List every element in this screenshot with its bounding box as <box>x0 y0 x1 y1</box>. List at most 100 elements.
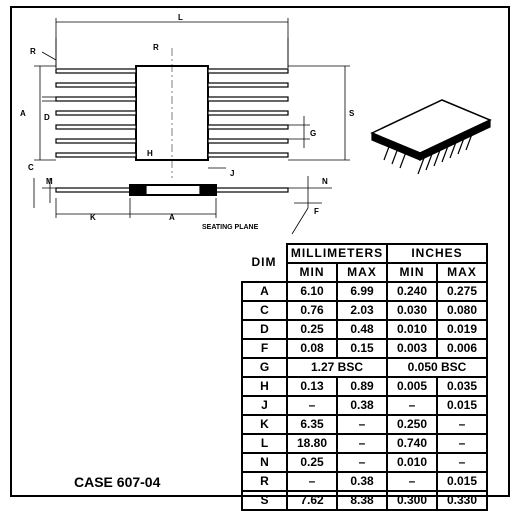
in-min-header: MIN <box>386 262 438 283</box>
dim-cell: L <box>241 433 288 454</box>
in-min-cell: – <box>386 471 438 492</box>
in-min-cell: 0.240 <box>386 281 438 302</box>
inches-header: INCHES <box>386 243 488 264</box>
in-max-cell: 0.080 <box>436 300 488 321</box>
mm-min-cell: 0.25 <box>286 452 338 473</box>
dim-cell: K <box>241 414 288 435</box>
in-span-cell: 0.050 BSC <box>386 357 488 378</box>
mm-min-header: MIN <box>286 262 338 283</box>
in-min-cell: 0.030 <box>386 300 438 321</box>
mm-max-cell: – <box>336 452 388 473</box>
in-max-cell: 0.006 <box>436 338 488 359</box>
dim-cell: R <box>241 471 288 492</box>
mm-min-cell: 0.08 <box>286 338 338 359</box>
mm-max-header: MAX <box>336 262 388 283</box>
left-leads <box>55 68 137 158</box>
mm-min-cell: 6.35 <box>286 414 338 435</box>
in-min-cell: 0.005 <box>386 376 438 397</box>
dim-header: DIM <box>242 244 288 283</box>
label-F: F <box>314 207 319 216</box>
in-min-cell: 0.300 <box>386 490 438 511</box>
package-drawing: L R R A D S G H J C M N K A F SEATING PL… <box>20 13 492 235</box>
label-R-mid: R <box>153 43 159 52</box>
mm-max-cell: – <box>336 414 388 435</box>
label-J: J <box>230 169 234 178</box>
label-A-side: A <box>20 109 26 118</box>
table-row: R–0.38–0.015 <box>241 471 488 492</box>
in-max-header: MAX <box>436 262 488 283</box>
mm-max-cell: 0.38 <box>336 471 388 492</box>
mm-max-cell: 6.99 <box>336 281 388 302</box>
dim-cell: N <box>241 452 288 473</box>
seating-plane-label: SEATING PLANE <box>202 224 259 231</box>
dim-cell: J <box>241 395 288 416</box>
case-label: CASE 607-04 <box>74 474 161 490</box>
mm-min-cell: 7.62 <box>286 490 338 511</box>
mm-min-cell: 0.76 <box>286 300 338 321</box>
in-max-cell: 0.019 <box>436 319 488 340</box>
label-K: K <box>90 213 96 222</box>
dim-cell: S <box>241 490 288 511</box>
in-max-cell: – <box>436 414 488 435</box>
mm-max-cell: 0.48 <box>336 319 388 340</box>
dim-cell: D <box>241 319 288 340</box>
side-view <box>33 176 332 235</box>
in-max-cell: 0.035 <box>436 376 488 397</box>
in-min-cell: 0.010 <box>386 452 438 473</box>
dim-cell: C <box>241 300 288 321</box>
mm-max-cell: 0.89 <box>336 376 388 397</box>
dimension-table: DIM MILLIMETERS INCHES MIN MAX MIN MAX A… <box>241 243 488 511</box>
in-max-cell: 0.330 <box>436 490 488 511</box>
in-max-cell: 0.015 <box>436 471 488 492</box>
right-leads <box>207 68 289 158</box>
in-min-cell: 0.003 <box>386 338 438 359</box>
label-R-top: R <box>30 47 36 56</box>
label-D: D <box>44 113 50 122</box>
table-row: J–0.38–0.015 <box>241 395 488 416</box>
mm-min-cell: – <box>286 471 338 492</box>
in-min-cell: 0.250 <box>386 414 438 435</box>
millimeters-header: MILLIMETERS <box>286 243 388 264</box>
mm-min-cell: 0.13 <box>286 376 338 397</box>
mm-max-cell: 8.38 <box>336 490 388 511</box>
label-M: M <box>46 177 53 186</box>
mm-min-cell: – <box>286 395 338 416</box>
mm-min-cell: 18.80 <box>286 433 338 454</box>
dim-cell: H <box>241 376 288 397</box>
top-view <box>34 18 350 178</box>
label-C: C <box>28 163 34 172</box>
drawing-frame: L R R A D S G H J C M N K A F SEATING PL… <box>10 6 510 511</box>
label-A-bottom: A <box>169 213 175 222</box>
in-max-cell: – <box>436 452 488 473</box>
mm-span-cell: 1.27 BSC <box>286 357 388 378</box>
mm-max-cell: 0.38 <box>336 395 388 416</box>
dimension-labels: L R R A D S G H J C M N K A F SEATING PL… <box>20 13 355 231</box>
in-min-cell: 0.740 <box>386 433 438 454</box>
mm-max-cell: – <box>336 433 388 454</box>
in-max-cell: – <box>436 433 488 454</box>
label-N: N <box>322 177 328 186</box>
label-S: S <box>349 109 355 118</box>
in-min-cell: – <box>386 395 438 416</box>
in-max-cell: 0.015 <box>436 395 488 416</box>
in-max-cell: 0.275 <box>436 281 488 302</box>
dim-cell: G <box>241 357 288 378</box>
label-H: H <box>147 149 153 158</box>
mm-max-cell: 0.15 <box>336 338 388 359</box>
isometric-view <box>370 99 492 175</box>
mm-min-cell: 6.10 <box>286 281 338 302</box>
dim-cell: F <box>241 338 288 359</box>
label-G: G <box>310 129 316 138</box>
in-min-cell: 0.010 <box>386 319 438 340</box>
mm-max-cell: 2.03 <box>336 300 388 321</box>
